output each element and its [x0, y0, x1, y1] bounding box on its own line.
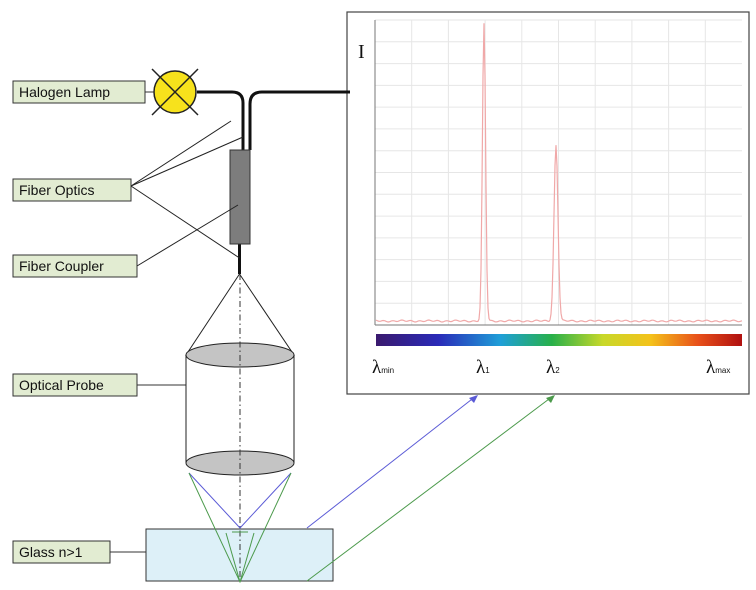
glass-label: Glass n>1: [19, 544, 83, 560]
lambda-2-arrowhead: [546, 395, 555, 403]
halogen-lamp-label: Halogen Lamp: [19, 84, 110, 100]
lambda-1-ray: [306, 395, 477, 529]
wavelength-color-bar: [376, 334, 742, 346]
optical-probe-label: Optical Probe: [19, 377, 104, 393]
lambda-1-label: λ1: [476, 357, 490, 378]
lambda-1-arrowhead: [469, 395, 478, 403]
focusing-rays: [188, 472, 292, 584]
optical-probe-callout: Optical Probe: [12, 373, 186, 397]
lambda-min-label: λmin: [372, 357, 394, 378]
spectrum-trace: [375, 23, 743, 323]
halogen-lamp-callout: Halogen Lamp: [12, 80, 154, 104]
fiber-coupler-callout: Fiber Coupler: [12, 254, 138, 278]
fiber-coupler-label: Fiber Coupler: [19, 258, 104, 274]
callout-lines: [130, 120, 244, 267]
lambda-2-label: λ2: [546, 357, 560, 378]
spectrum-panel: [346, 11, 750, 395]
halogen-lamp-icon: [151, 68, 199, 116]
fiber-to-spectrometer: [197, 90, 350, 150]
fiber-optics-label: Fiber Optics: [19, 182, 94, 198]
fiber-optics-callout: Fiber Optics: [12, 178, 132, 202]
glass-callout: Glass n>1: [12, 540, 146, 564]
fiber-coupler: [229, 149, 251, 245]
lambda-max-label: λmax: [706, 357, 730, 378]
lambda-2-ray: [306, 395, 554, 582]
intensity-axis-label: I: [358, 41, 365, 63]
